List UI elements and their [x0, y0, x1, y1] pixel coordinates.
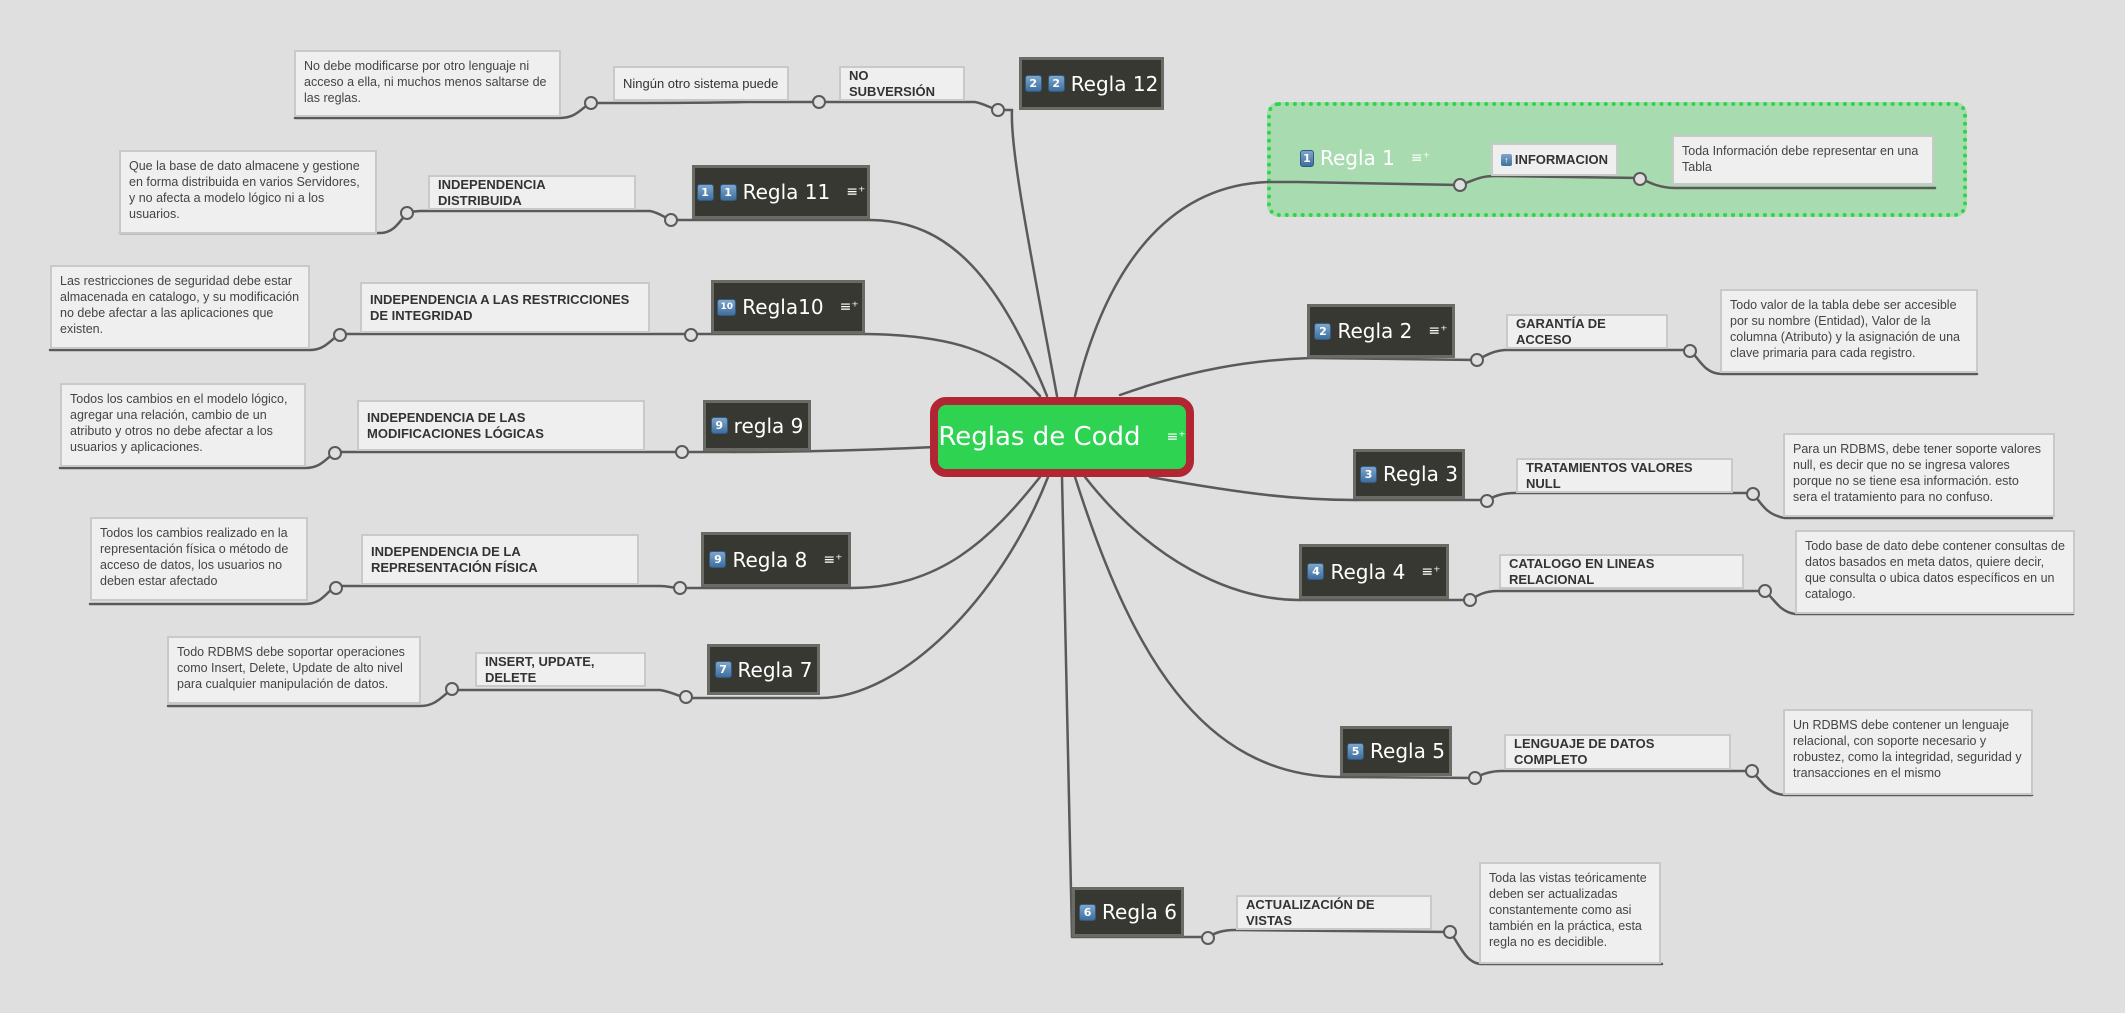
description-text: Para un RDBMS, debe tener soporte valore… — [1793, 442, 2042, 504]
number-6-icon: 6 — [1079, 903, 1097, 921]
topic-label: INDEPENDENCIA DISTRIBUIDA — [438, 176, 546, 208]
number-1-icon: 1 — [719, 183, 737, 201]
rule-regla4[interactable]: 4 Regla 4 ≡⁺ — [1299, 544, 1449, 599]
number-1-icon: 1 — [696, 183, 714, 201]
topic-lenguaje-datos[interactable]: LENGUAJE DE DATOS COMPLETO — [1504, 734, 1731, 770]
topic-tratamientos-null[interactable]: TRATAMIENTOS VALORES NULL — [1516, 458, 1733, 493]
topic-label: INSERT, UPDATE, DELETE — [485, 653, 595, 685]
topic-no-subversion[interactable]: NO SUBVERSIÓN — [839, 66, 965, 101]
number-9-icon: 9 — [709, 551, 727, 568]
topic-catalogo[interactable]: CATALOGO EN LINEAS RELACIONAL — [1499, 554, 1744, 589]
topic-label: INDEPENDENCIA DE LA REPRESENTACIÓN FÍSIC… — [371, 543, 538, 575]
topic-independencia-distribuida[interactable]: INDEPENDENCIA DISTRIBUIDA — [428, 175, 636, 210]
description-regla6[interactable]: Toda las vistas teóricamente deben ser a… — [1479, 862, 1661, 964]
description-regla5[interactable]: Un RDBMS debe contener un lenguaje relac… — [1783, 709, 2033, 795]
notes-icon[interactable]: ≡⁺ — [839, 299, 859, 315]
rule-label: Regla10 — [742, 295, 824, 319]
description-regla9[interactable]: Todos los cambios en el modelo lógico, a… — [60, 383, 306, 467]
description-text: Toda Información debe representar en una… — [1682, 144, 1919, 174]
rule-label: regla 9 — [733, 413, 804, 438]
topic-garantia-acceso[interactable]: GARANTÍA DE ACCESO — [1506, 314, 1668, 349]
topic-label: INDEPENDENCIA DE LAS MODIFICACIONES LÓGI… — [367, 409, 544, 441]
notes-icon[interactable]: ≡⁺ — [1410, 150, 1430, 166]
description-regla11[interactable]: Que la base de dato almacene y gestione … — [119, 150, 377, 234]
topic-independencia-logica[interactable]: INDEPENDENCIA DE LAS MODIFICACIONES LÓGI… — [357, 400, 645, 451]
description-text: No debe modificarse por otro lenguaje ni… — [304, 59, 547, 105]
number-10-icon: 10 — [717, 298, 737, 316]
description-text: Todos los cambios en el modelo lógico, a… — [70, 392, 288, 454]
central-title: Reglas de Codd — [938, 422, 1141, 452]
description-regla7[interactable]: Todo RDBMS debe soportar operaciones com… — [167, 636, 421, 704]
notes-icon[interactable]: ≡⁺ — [1166, 429, 1186, 445]
number-7-icon: 7 — [714, 661, 732, 678]
rule-regla11[interactable]: 1 1 Regla 11 ≡⁺ — [692, 165, 870, 219]
topic-insert-update-delete[interactable]: INSERT, UPDATE, DELETE — [475, 652, 646, 687]
rule-label: Regla 1 — [1319, 146, 1395, 170]
rule-regla5[interactable]: 5 Regla 5 — [1340, 726, 1452, 776]
number-3-icon: 3 — [1360, 465, 1378, 483]
rule-label: Regla 4 — [1330, 559, 1406, 584]
rule-label: Regla 8 — [732, 547, 808, 572]
number-2-icon: 2 — [1024, 75, 1042, 92]
rule-regla6[interactable]: 6 Regla 6 — [1072, 887, 1184, 937]
rule-label: Regla 6 — [1102, 900, 1177, 924]
topic-label: LENGUAJE DE DATOS COMPLETO — [1514, 736, 1655, 767]
subtopic-label: Ningún otro sistema puede — [623, 75, 779, 91]
description-regla1[interactable]: Toda Información debe representar en una… — [1672, 135, 1934, 185]
notes-icon[interactable]: ≡⁺ — [1421, 563, 1441, 580]
description-text: Que la base de dato almacene y gestione … — [129, 159, 360, 221]
topic-label: ACTUALIZACIÓN DE VISTAS — [1246, 896, 1375, 928]
description-text: Todo valor de la tabla debe ser accesibl… — [1730, 298, 1960, 360]
rule-label: Regla 5 — [1370, 739, 1445, 763]
notes-icon[interactable]: ≡⁺ — [1428, 323, 1448, 339]
rule-regla9[interactable]: 9 regla 9 — [703, 400, 811, 451]
rule-label: Regla 7 — [737, 657, 813, 682]
rule-regla2[interactable]: 2 Regla 2 ≡⁺ — [1307, 304, 1455, 358]
rule-regla10[interactable]: 10 Regla10 ≡⁺ — [711, 280, 865, 334]
topic-independencia-integridad[interactable]: INDEPENDENCIA A LAS RESTRICCIONES DE INT… — [360, 282, 650, 333]
description-text: Todo base de dato debe contener consulta… — [1805, 539, 2065, 601]
rule-label: Regla 12 — [1070, 71, 1159, 96]
topic-actualizacion-vistas[interactable]: ACTUALIZACIÓN DE VISTAS — [1236, 895, 1432, 930]
description-regla12[interactable]: No debe modificarse por otro lenguaje ni… — [294, 50, 561, 117]
rule-regla7[interactable]: 7 Regla 7 — [707, 644, 820, 695]
number-2-icon: 2 — [1047, 75, 1065, 92]
description-regla2[interactable]: Todo valor de la tabla debe ser accesibl… — [1720, 289, 1978, 373]
topic-label: TRATAMIENTOS VALORES NULL — [1526, 459, 1693, 491]
topic-label: NO SUBVERSIÓN — [849, 67, 935, 99]
topic-independencia-fisica[interactable]: INDEPENDENCIA DE LA REPRESENTACIÓN FÍSIC… — [361, 534, 639, 585]
topic-label: INFORMACION — [1514, 151, 1608, 167]
rule-regla3[interactable]: 3 Regla 3 — [1353, 449, 1465, 499]
rule-label: Regla 11 — [742, 180, 831, 204]
notes-icon[interactable]: ≡⁺ — [846, 184, 866, 200]
subtopic-ningun-sistema[interactable]: Ningún otro sistema puede — [613, 66, 789, 101]
number-2-icon: 2 — [1314, 322, 1332, 340]
number-1-icon: 1 — [1300, 149, 1314, 167]
rule-regla8[interactable]: 9 Regla 8 ≡⁺ — [701, 532, 851, 587]
description-regla8[interactable]: Todos los cambios realizado en la repres… — [90, 517, 308, 601]
rule-label: Regla 2 — [1337, 319, 1413, 343]
topic-label: CATALOGO EN LINEAS RELACIONAL — [1509, 555, 1655, 587]
central-topic[interactable]: Reglas de Codd ≡⁺ — [930, 397, 1194, 477]
description-text: Todo RDBMS debe soportar operaciones com… — [177, 645, 405, 691]
number-9-icon: 9 — [710, 417, 728, 434]
rule-label: Regla 3 — [1383, 462, 1458, 486]
description-text: Toda las vistas teóricamente deben ser a… — [1489, 871, 1647, 949]
number-4-icon: 4 — [1307, 563, 1325, 580]
topic-label: GARANTÍA DE ACCESO — [1516, 315, 1606, 347]
topic-informacion[interactable]: ↑ INFORMACION — [1491, 143, 1618, 176]
notes-icon[interactable]: ≡⁺ — [823, 551, 843, 568]
description-regla10[interactable]: Las restricciones de seguridad debe esta… — [50, 265, 310, 349]
description-text: Las restricciones de seguridad debe esta… — [60, 274, 300, 336]
rule-regla1[interactable]: 1 Regla 1 ≡⁺ — [1300, 140, 1430, 176]
number-5-icon: 5 — [1347, 742, 1365, 760]
description-text: Todos los cambios realizado en la repres… — [100, 526, 289, 588]
up-arrow-icon: ↑ — [1501, 153, 1512, 166]
description-regla3[interactable]: Para un RDBMS, debe tener soporte valore… — [1783, 433, 2055, 517]
topic-label: INDEPENDENCIA A LAS RESTRICCIONES DE INT… — [370, 291, 630, 323]
rule-regla12[interactable]: 2 2 Regla 12 — [1019, 57, 1164, 110]
description-text: Un RDBMS debe contener un lenguaje relac… — [1793, 718, 2022, 780]
description-regla4[interactable]: Todo base de dato debe contener consulta… — [1795, 530, 2075, 614]
